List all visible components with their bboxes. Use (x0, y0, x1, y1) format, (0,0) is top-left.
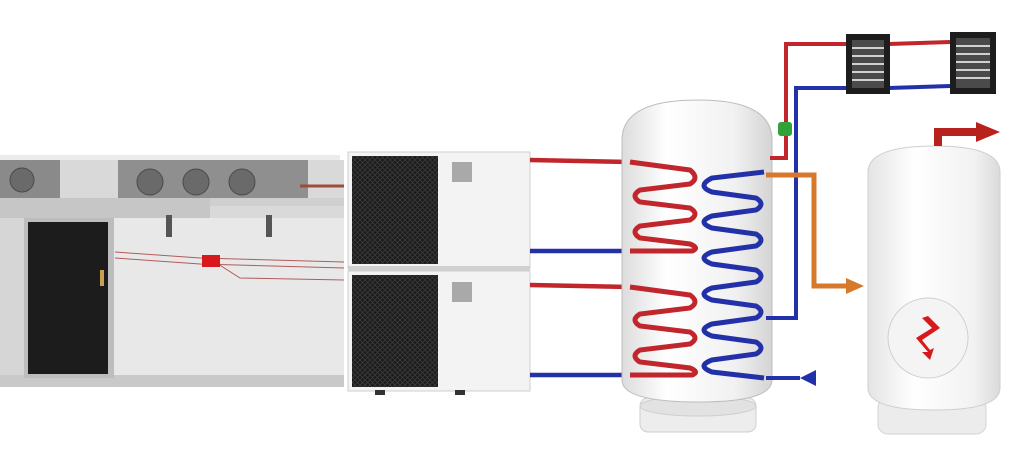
arrow-right-icon (846, 278, 864, 294)
evaporator-unit-right (118, 160, 308, 200)
arrow-left-icon (800, 370, 816, 386)
fan-coil-unit-right (950, 32, 996, 94)
fan-icon (182, 168, 210, 196)
hot-supply-pipe (934, 128, 978, 146)
hot-water-boiler (867, 122, 1001, 435)
heat-pump-units (347, 151, 531, 395)
blue-coil (701, 169, 765, 381)
red-coil-upper (629, 159, 698, 254)
refrigerant-line (114, 257, 345, 269)
fan-coil-unit-left (846, 34, 890, 94)
heat-pump-foot (375, 390, 385, 395)
hot-pipe-upper (529, 157, 631, 165)
hot-pipe-to-fancoils (770, 42, 846, 160)
refrigerant-line (217, 263, 345, 281)
cold-room-beam-ridge (210, 198, 344, 206)
heat-pump-upper-grille (352, 156, 438, 264)
red-coil-lower (629, 284, 698, 378)
cold-room-beam (0, 198, 210, 218)
boiler-heater-flange (887, 297, 969, 379)
heat-pump-divider (348, 266, 530, 272)
heat-pump-foot (455, 390, 465, 395)
refrigerant-line (114, 251, 345, 263)
hot-pipe-lower (529, 282, 631, 290)
evaporator-unit-left (0, 160, 60, 198)
cold-room-hanger (266, 215, 272, 237)
cold-pipe-from-fancoils (766, 86, 846, 320)
cold-room-front-wall (112, 215, 344, 385)
secondary-pipes (766, 40, 951, 386)
heating-element-icon (916, 316, 940, 360)
cold-room-door-handle (100, 270, 104, 286)
cold-room (0, 155, 345, 387)
storage-tank (621, 99, 773, 433)
transfer-pipe-to-boiler (766, 172, 846, 289)
arrow-right-icon (976, 122, 1000, 142)
cold-room-door (28, 222, 108, 374)
heat-pump-upper-panel (452, 162, 472, 182)
heat-pump-lower-grille (352, 275, 438, 387)
valve (778, 122, 792, 136)
heat-pump-lower-panel (452, 282, 472, 302)
fan-icon (136, 168, 164, 196)
fan-icon (9, 167, 35, 193)
fan-icon (228, 168, 256, 196)
control-box (202, 255, 220, 267)
cold-room-hanger (166, 215, 172, 237)
cold-pipe-between-fancoils (887, 84, 951, 90)
hot-pipe-between-fancoils (887, 40, 951, 46)
primary-pipes (529, 157, 631, 378)
